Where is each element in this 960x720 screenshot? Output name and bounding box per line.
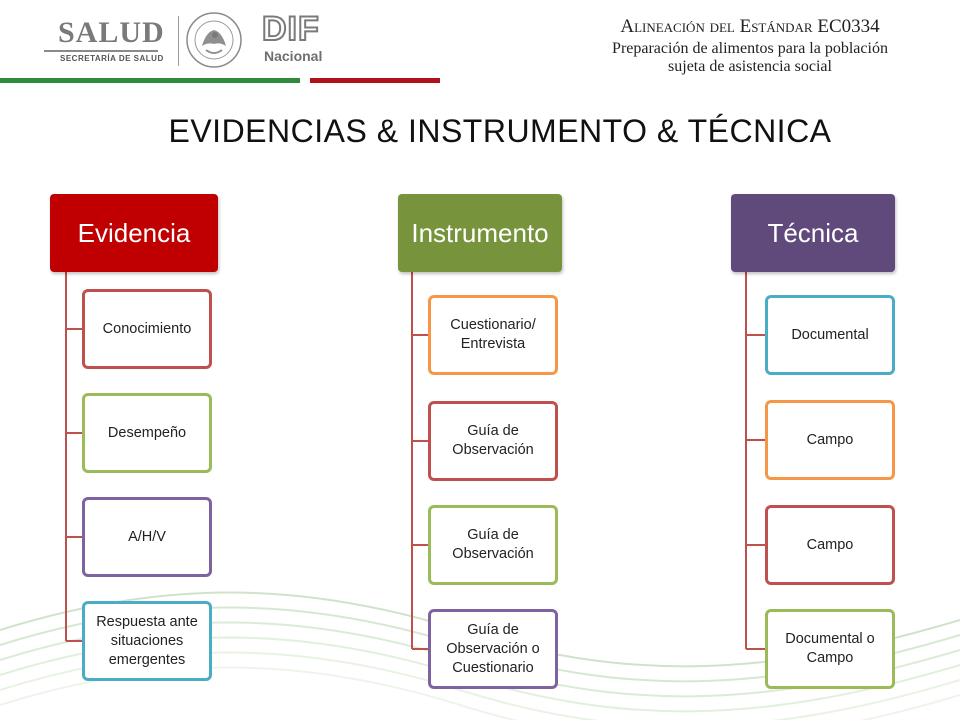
tecnica-item-4: Documental o Campo	[765, 609, 895, 689]
salud-logo-subtitle: SECRETARÍA DE SALUD	[60, 54, 164, 63]
tecnica-item-1: Documental	[765, 295, 895, 375]
flag-stripe-green	[0, 78, 300, 83]
evidencia-item-1: Conocimiento	[82, 289, 212, 369]
flag-stripe-white	[300, 78, 310, 83]
flag-stripe-red	[310, 78, 440, 83]
column-header-instrumento: Instrumento	[398, 194, 562, 272]
standard-title: Alineación del Estándar EC0334	[620, 16, 880, 37]
salud-logo: SALUD SECRETARÍA DE SALUD	[40, 14, 170, 63]
column-header-tecnica: Técnica	[731, 194, 895, 272]
standard-subtitle: Preparación de alimentos para la poblaci…	[560, 40, 940, 76]
column-header-evidencia: Evidencia	[50, 194, 218, 272]
instrumento-item-3: Guía de Observación	[428, 505, 558, 585]
evidencia-item-4: Respuesta ante situaciones emergentes	[82, 601, 212, 681]
standard-subtitle-line2: sujeta de asistencia social	[668, 58, 832, 75]
salud-logo-rule	[44, 50, 158, 52]
logo-divider	[178, 16, 179, 66]
slide-title: EVIDENCIAS & INSTRUMENTO & TÉCNICA	[168, 113, 832, 149]
instrumento-item-4: Guía de Observación o Cuestionario	[428, 609, 558, 689]
tecnica-item-3: Campo	[765, 505, 895, 585]
tecnica-item-2: Campo	[765, 400, 895, 480]
evidencia-item-2: Desempeño	[82, 393, 212, 473]
instrumento-item-1: Cuestionario/ Entrevista	[428, 295, 558, 375]
slide-header: SALUD SECRETARÍA DE SALUD DIF Nacional A…	[0, 0, 960, 90]
instrumento-item-2: Guía de Observación	[428, 401, 558, 481]
salud-logo-text: SALUD	[58, 16, 165, 49]
evidencia-item-3: A/H/V	[82, 497, 212, 577]
standard-subtitle-line1: Preparación de alimentos para la poblaci…	[612, 40, 888, 57]
mexico-seal-icon	[186, 12, 242, 68]
dif-logo-subtitle: Nacional	[264, 48, 323, 64]
dif-logo: DIF Nacional	[261, 9, 332, 66]
dif-logo-text: DIF	[261, 9, 320, 49]
